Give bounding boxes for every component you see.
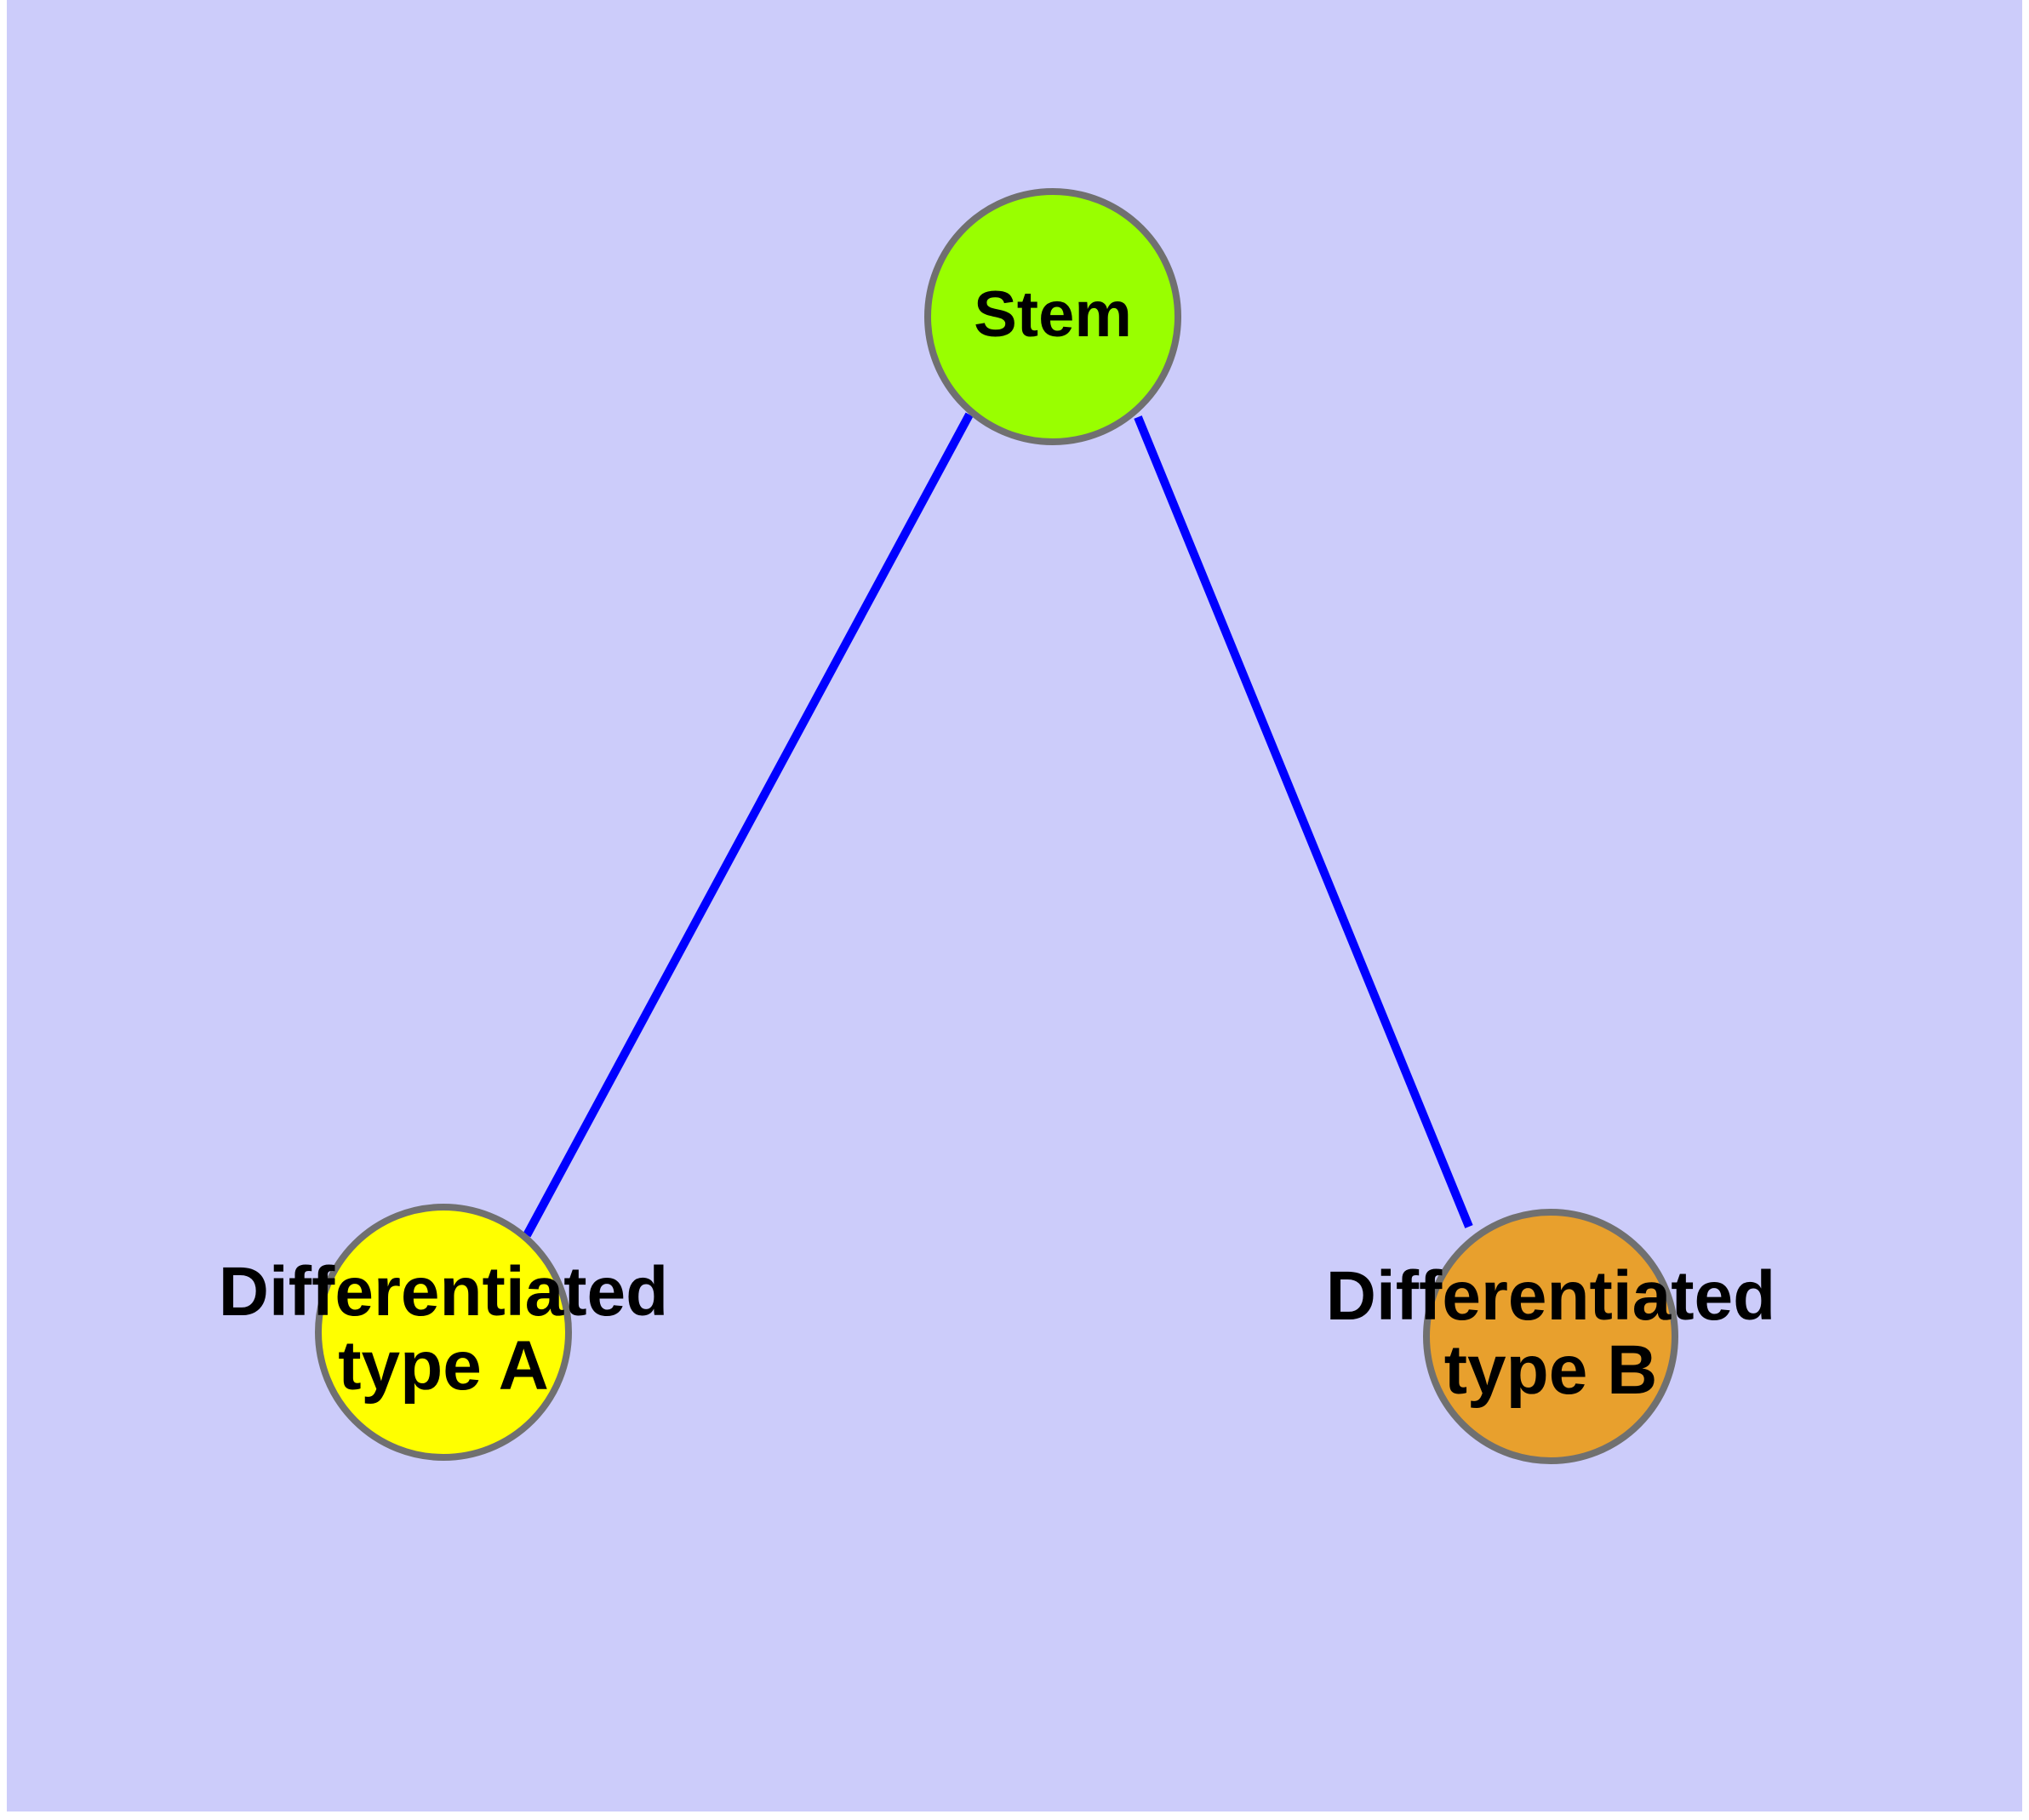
node-layer — [315, 188, 1678, 1464]
node-differentiated-type-a[interactable] — [315, 1204, 572, 1461]
node-differentiated-type-b[interactable] — [1423, 1209, 1678, 1464]
edge-stem-to-differentiated-type-b[interactable] — [1134, 415, 1473, 1228]
edge-stem-to-differentiated-type-a[interactable] — [523, 412, 974, 1238]
edge-layer — [523, 412, 1473, 1238]
node-stem[interactable] — [924, 188, 1181, 445]
